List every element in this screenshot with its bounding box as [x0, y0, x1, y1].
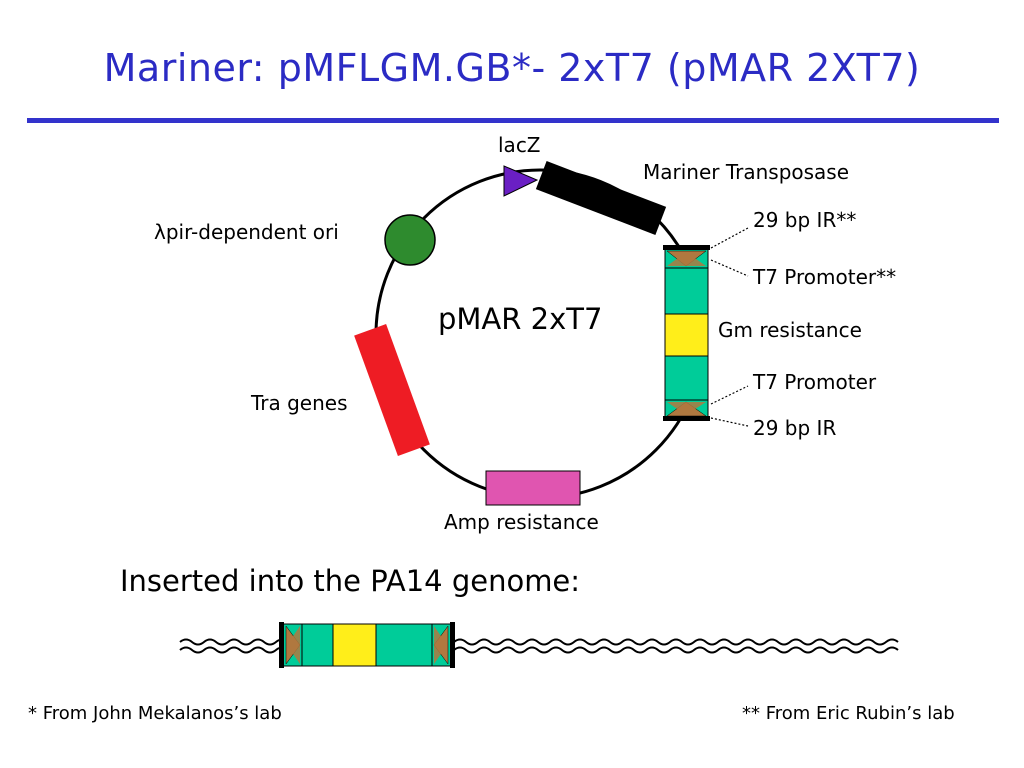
label-leaders [710, 227, 749, 427]
gm-resistance-block [664, 313, 709, 357]
mariner-transposase-label: Mariner Transposase [643, 160, 850, 184]
cassette-horizontal [279, 622, 455, 668]
genome-caption: Inserted into the PA14 genome: [120, 564, 581, 598]
lambda-symbol: λ [154, 220, 166, 244]
t7-promoter-top-label: T7 Promoter** [753, 265, 897, 289]
ir-right-cap [450, 622, 455, 668]
ir-bottom-triangle-upper [667, 402, 706, 415]
tra-genes-label: Tra genes [251, 391, 348, 415]
title-divider [27, 118, 999, 123]
t7-promoter-bottom-label: T7 Promoter [753, 370, 877, 394]
ir-left-cap [279, 622, 284, 668]
mariner-transposase-gene [535, 161, 667, 235]
ir-right-triangle-inner [434, 626, 447, 664]
tra-genes-bar [354, 324, 430, 456]
pir-ori-text: pir-dependent ori [165, 220, 339, 244]
ir-top-cap [663, 245, 710, 250]
slide-title: Mariner: pMFLGM.GB*- 2xT7 (pMAR 2XT7) [103, 46, 921, 90]
pir-ori-label: λpir-dependent ori [154, 220, 339, 244]
ir-top-label: 29 bp IR** [753, 208, 857, 232]
ir-bottom-cap [663, 416, 710, 421]
gm-resistance-block-genome [332, 623, 377, 667]
amp-resistance-label: Amp resistance [444, 510, 599, 534]
ir-bottom-label: 29 bp IR [753, 416, 837, 440]
gm-resistance-label: Gm resistance [718, 318, 862, 342]
ir-top-triangle-lower [667, 252, 706, 266]
genome-line [179, 638, 899, 654]
footnote-left: * From John Mekalanos’s lab [28, 703, 282, 724]
ir-left-triangle-inner [287, 626, 300, 664]
cassette-vertical [663, 245, 710, 421]
amp-resistance-box [485, 470, 581, 506]
pir-ori-circle [384, 214, 436, 266]
plasmid-name: pMAR 2xT7 [438, 302, 603, 336]
footnote-right: ** From Eric Rubin’s lab [742, 703, 955, 724]
lacz-arrow [503, 165, 539, 197]
lacz-label: lacZ [498, 133, 541, 157]
